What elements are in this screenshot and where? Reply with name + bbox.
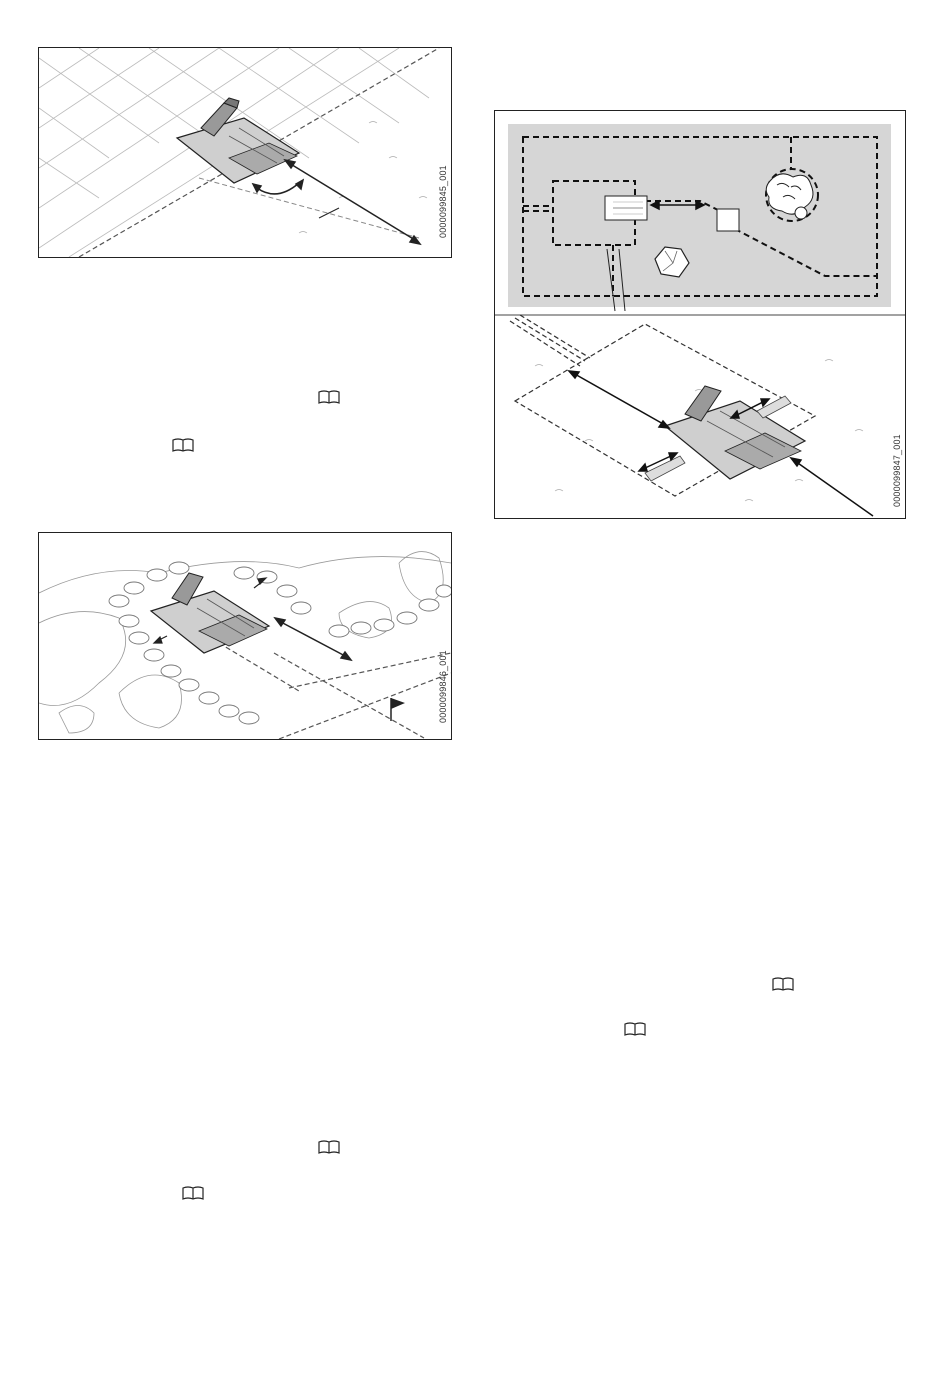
lawn-area	[508, 124, 891, 307]
figure-lawn-map-dock: 0000099847_001	[494, 110, 906, 519]
book-icon	[172, 438, 194, 452]
distance-arrow	[275, 618, 351, 660]
docking-station	[645, 386, 805, 481]
book-icon	[318, 390, 340, 404]
distance-arrow	[285, 160, 420, 244]
marker-square	[717, 209, 739, 231]
docking-station-icon	[605, 196, 647, 220]
book-icon	[318, 1140, 340, 1154]
figure-docking-station-garden: 0000099846_001	[38, 532, 452, 740]
flag-icon	[391, 698, 405, 721]
illustration-pavement-dock	[39, 48, 451, 257]
figure-code: 0000099846_001	[438, 650, 448, 723]
docking-station	[151, 573, 269, 653]
book-icon	[772, 977, 794, 991]
illustration-garden-dock	[39, 533, 451, 739]
book-icon	[182, 1186, 204, 1200]
angle-arrow	[253, 180, 303, 194]
book-icon	[624, 1022, 646, 1036]
figure-code: 0000099845_001	[438, 165, 448, 238]
figure-docking-station-pavement: 0000099845_001	[38, 47, 452, 258]
figure-code: 0000099847_001	[892, 434, 902, 507]
illustration-lawn-map	[495, 111, 905, 518]
